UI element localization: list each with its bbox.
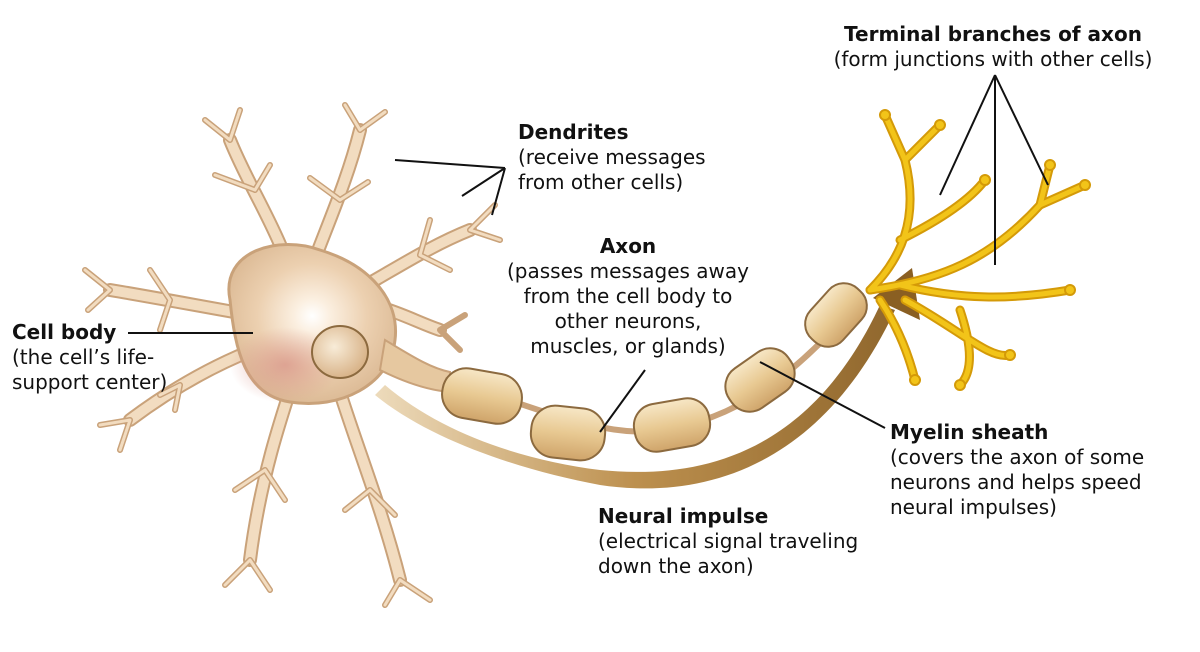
dendrites-label: Dendrites (receive messages from other c…: [518, 120, 706, 195]
neural-impulse-desc-line-1: (electrical signal traveling: [598, 529, 859, 553]
neural-impulse-title: Neural impulse: [598, 504, 769, 528]
cell-body-title: Cell body: [12, 320, 117, 344]
axon-desc-line-1: (passes messages away: [506, 259, 750, 283]
axon-desc-line-4: muscles, or glands): [530, 334, 726, 358]
myelin-sheath-desc-line-1: (covers the axon of some: [890, 445, 1145, 469]
cell-body-desc-line-2: support center): [12, 370, 168, 394]
cell-body-label: Cell body (the cell’s life- support cent…: [12, 320, 167, 395]
myelin-sheath-title: Myelin sheath: [890, 420, 1049, 444]
neural-impulse-label: Neural impulse (electrical signal travel…: [598, 504, 858, 579]
cell-body-graphic: [227, 242, 451, 405]
cell-body-desc-line-1: (the cell’s life-: [12, 345, 155, 369]
dendrites-leader: [394, 159, 506, 216]
dendrites-desc-line-1: (receive messages: [518, 145, 706, 169]
myelin-segment: [529, 404, 607, 462]
dendrites-desc-line-2: from other cells): [518, 170, 684, 194]
myelin-segments: [441, 282, 868, 462]
axon-graphic: [441, 282, 868, 462]
leader-lines: [128, 74, 1049, 433]
myelin-sheath-desc-line-3: neural impulses): [890, 495, 1057, 519]
axon-leader: [599, 369, 646, 433]
axon-title: Axon: [599, 234, 657, 258]
terminal-branches-graphic: [865, 109, 1091, 391]
terminal-branches-desc: (form junctions with other cells): [833, 47, 1153, 71]
dendrites-title: Dendrites: [518, 120, 629, 144]
myelin-segment: [804, 282, 868, 348]
terminal-branches-label: Terminal branches of axon (form junction…: [808, 22, 1178, 72]
terminal-branches-title: Terminal branches of axon: [844, 22, 1142, 46]
myelin-sheath-label: Myelin sheath (covers the axon of some n…: [890, 420, 1144, 520]
axon-label: Axon (passes messages away from the cell…: [494, 234, 762, 359]
myelin-segment: [441, 367, 523, 425]
axon-desc-line-2: from the cell body to: [523, 284, 733, 308]
myelin-segment: [724, 347, 796, 413]
myelin-segment: [632, 397, 712, 453]
neural-impulse-desc-line-2: down the axon): [598, 554, 754, 578]
myelin-leader: [759, 361, 886, 429]
terminal-leader: [939, 74, 1049, 265]
myelin-sheath-desc-line-2: neurons and helps speed: [890, 470, 1142, 494]
axon-desc-line-3: other neurons,: [554, 309, 702, 333]
